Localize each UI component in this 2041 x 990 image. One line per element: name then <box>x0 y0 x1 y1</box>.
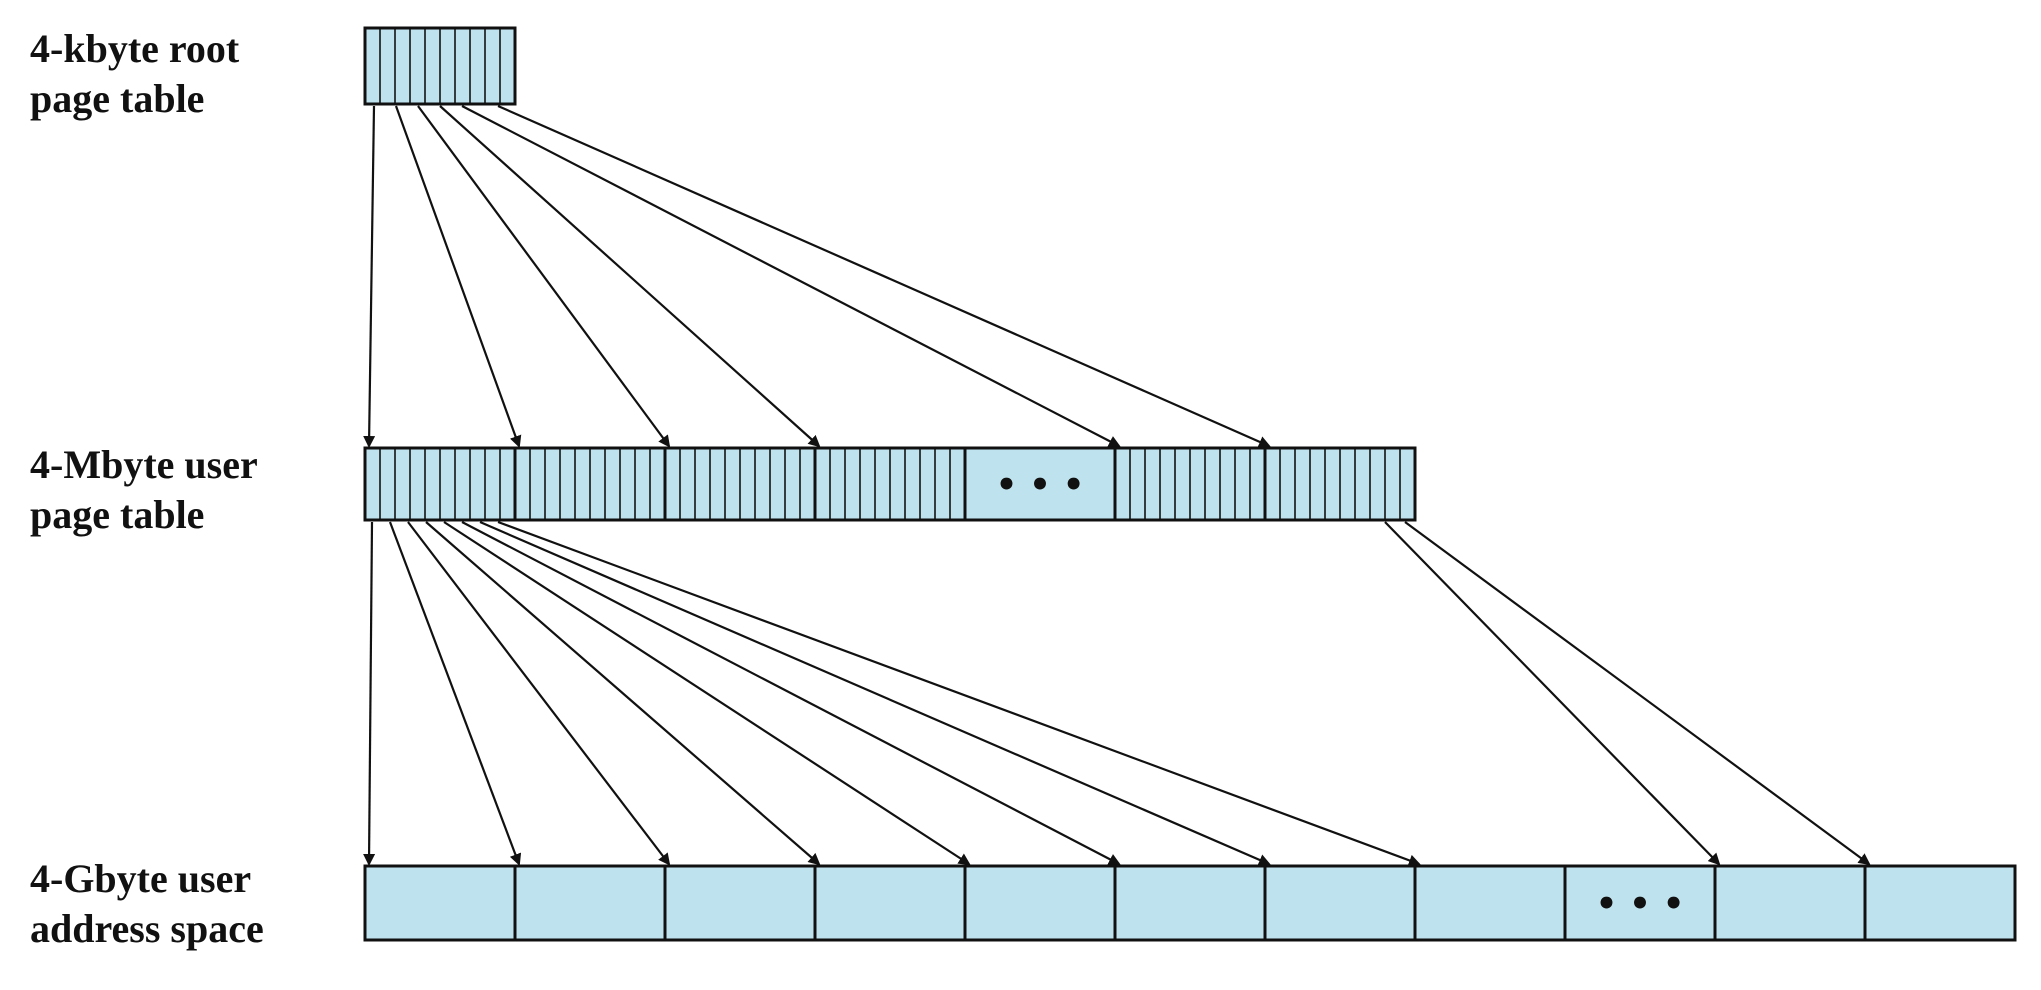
pointer-arrow <box>443 521 971 866</box>
pointer-arrow <box>388 521 522 866</box>
arrows-layer <box>363 104 1871 867</box>
address-space-block <box>513 864 667 942</box>
address-space-block <box>1413 864 1567 942</box>
label-address-space-line1: 4-Gbyte user <box>30 856 252 901</box>
pointer-arrow <box>497 104 1271 448</box>
address-space-block <box>1713 864 1867 942</box>
label-root-line1: 4-kbyte root <box>30 26 240 71</box>
label-root-line2: page table <box>30 76 205 121</box>
pointer-arrow <box>394 105 522 448</box>
pointer-arrow <box>1404 521 1871 866</box>
pointer-arrow <box>461 105 1121 447</box>
pointer-arrow <box>479 520 1271 866</box>
label-user-address-space: 4-Gbyte user address space <box>30 854 264 954</box>
pointer-arrow <box>417 105 671 448</box>
address-space-block <box>963 864 1117 942</box>
address-space-block <box>1263 864 1417 942</box>
address-space-block <box>813 864 967 942</box>
boxes-layer: • • • • • • <box>363 26 2017 942</box>
pointer-arrow <box>363 521 376 866</box>
pointer-arrow <box>461 521 1121 865</box>
address-space-block <box>363 864 517 942</box>
address-space-block <box>1113 864 1267 942</box>
pointer-arrow <box>497 520 1421 867</box>
label-user-page-table-line1: 4-Mbyte user <box>30 442 258 487</box>
user-page-table-ellipsis-dots: • • • <box>996 465 1085 505</box>
pointer-arrow <box>1384 521 1721 866</box>
pointer-arrow <box>439 105 821 448</box>
pointer-arrow <box>407 521 671 866</box>
address-space-ellipsis-dots: • • • <box>1596 884 1685 924</box>
address-space-block <box>663 864 817 942</box>
label-user-page-table: 4-Mbyte user page table <box>30 440 258 540</box>
pointer-arrow <box>363 105 376 448</box>
address-space-block <box>1863 864 2017 942</box>
label-address-space-line2: address space <box>30 906 264 951</box>
label-root-page-table: 4-kbyte root page table <box>30 24 239 124</box>
label-user-page-table-line2: page table <box>30 492 205 537</box>
user-page-table-ellipsis <box>963 446 1117 522</box>
pointer-arrow <box>425 521 821 866</box>
